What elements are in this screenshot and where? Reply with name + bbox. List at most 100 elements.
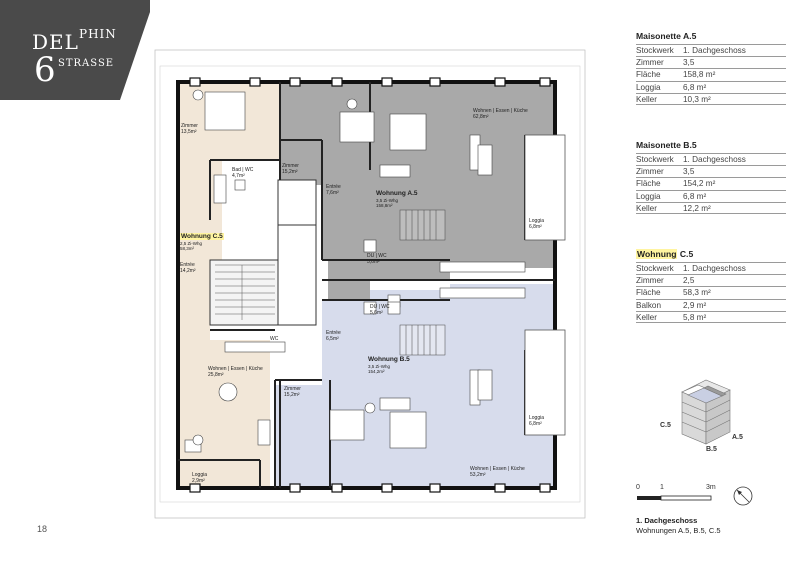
unit-c-label: Wohnung C.5 2,5 Zi-Whg 58,3m² (180, 233, 224, 252)
unit-info-key: Keller (636, 94, 657, 104)
scale-label-three: 3m (706, 484, 716, 491)
page-number: 18 (37, 524, 48, 534)
unit-c-name: Wohnung C.5 (180, 233, 224, 240)
room-area: 14,2m² (180, 268, 196, 275)
unit-info-value: 2,5 (683, 276, 695, 286)
unit-info-title: Maisonette B.5 (636, 140, 786, 150)
room-name: Loggia (192, 472, 208, 478)
unit-info-row: Keller 10,3 m² (636, 92, 786, 105)
unit-a-area: 158,8m² (376, 203, 393, 209)
room-label: WC (270, 336, 278, 342)
unit-info-value: 5,8 m² (683, 312, 707, 322)
unit-info-value: 158,8 m² (683, 70, 716, 80)
unit-info-title-id: A.5 (682, 31, 697, 41)
room-area: 6,8m² (529, 224, 542, 231)
caption-units: Wohnungen A.5, B.5, C.5 (636, 526, 721, 536)
room-name: DU | WC (370, 304, 390, 310)
unit-info-value: 58,3 m² (683, 288, 711, 298)
unit-info-title: Wohnung C.5 (636, 249, 786, 259)
unit-info-key: Stockwerk (636, 155, 674, 164)
unit-b-name: Wohnung B.5 (368, 356, 410, 363)
plan-caption: 1. Dachgeschoss Wohnungen A.5, B.5, C.5 (636, 516, 721, 536)
room-area: 6,5m² (326, 336, 339, 343)
room-area: 25,8m² (208, 372, 224, 379)
room-name: Zimmer (284, 386, 301, 392)
unit-info-key: Zimmer (636, 58, 664, 68)
unit-info-key: Keller (636, 312, 657, 322)
room-name: Loggia (529, 218, 545, 224)
unit-info-value: 1. Dachgeschoss (683, 155, 746, 164)
unit-info-key: Loggia (636, 82, 661, 92)
room-area: 2,9m² (192, 478, 205, 485)
room-name: Zimmer (181, 123, 198, 129)
unit-info-row: Stockwerk 1. Dachgeschoss (636, 153, 786, 165)
iso-label-c: C.5 (660, 422, 671, 429)
unit-info-row: Zimmer 3,5 (636, 56, 786, 68)
logo-text-del: DEL (32, 30, 79, 54)
unit-info-value: 10,3 m² (683, 94, 711, 104)
unit-info-title-id: C.5 (679, 249, 694, 259)
unit-info-title-prefix: Maisonette (636, 140, 681, 150)
room-area: 15,2m² (284, 392, 300, 399)
floor-plan-drawing (154, 49, 586, 519)
unit-info-value: 1. Dachgeschoss (683, 46, 746, 55)
isometric-building-icon: C.5 A.5 B.5 (660, 362, 770, 462)
room-name: Entrée (180, 262, 195, 268)
unit-info-row: Balkon 2,9 m² (636, 298, 786, 311)
unit-info-key: Fläche (636, 70, 661, 80)
room-area: 13,5m² (181, 129, 197, 136)
unit-info-value: 6,8 m² (683, 82, 707, 92)
room-name: Entrée (326, 330, 341, 336)
room-area: 4,7m² (232, 173, 245, 180)
room-area: 5,6m² (370, 310, 383, 317)
scale-label-zero: 0 (636, 484, 640, 491)
room-name: Zimmer (282, 163, 299, 169)
unit-info-row: Zimmer 3,5 (636, 165, 786, 177)
unit-info-title: Maisonette A.5 (636, 31, 786, 41)
unit-info-row: Fläche 58,3 m² (636, 286, 786, 298)
room-name: Loggia (529, 415, 545, 421)
scale-bar: 0 1 3m (636, 484, 726, 514)
unit-c-area: 58,3m² (180, 246, 195, 252)
logo-street: STRASSE (58, 58, 115, 69)
unit-info-key: Zimmer (636, 167, 664, 177)
room-area: 53,2m² (470, 472, 486, 479)
room-area: 7,6m² (326, 190, 339, 197)
unit-info-key: Fläche (636, 288, 661, 298)
room-area: 5,6m² (367, 259, 380, 266)
room-area: 15,2m² (282, 169, 298, 176)
unit-a-sub: 3,5 Zi-Whg (376, 197, 399, 203)
unit-info-title-prefix: Maisonette (636, 31, 681, 41)
iso-label-b: B.5 (706, 446, 717, 453)
unit-info-value: 6,8 m² (683, 191, 707, 201)
unit-info-row: Keller 5,8 m² (636, 310, 786, 323)
room-name: Entrée (326, 184, 341, 190)
unit-a-name: Wohnung A.5 (376, 190, 418, 197)
unit-info-value: 3,5 (683, 167, 695, 177)
room-name: Wohnen | Essen | Küche (208, 366, 263, 372)
unit-info-value: 2,9 m² (683, 300, 707, 310)
unit-info-row: Fläche 158,8 m² (636, 68, 786, 80)
unit-info-value: 3,5 (683, 58, 695, 68)
unit-info-key: Balkon (636, 300, 662, 310)
unit-info-title-id: B.5 (683, 140, 697, 150)
